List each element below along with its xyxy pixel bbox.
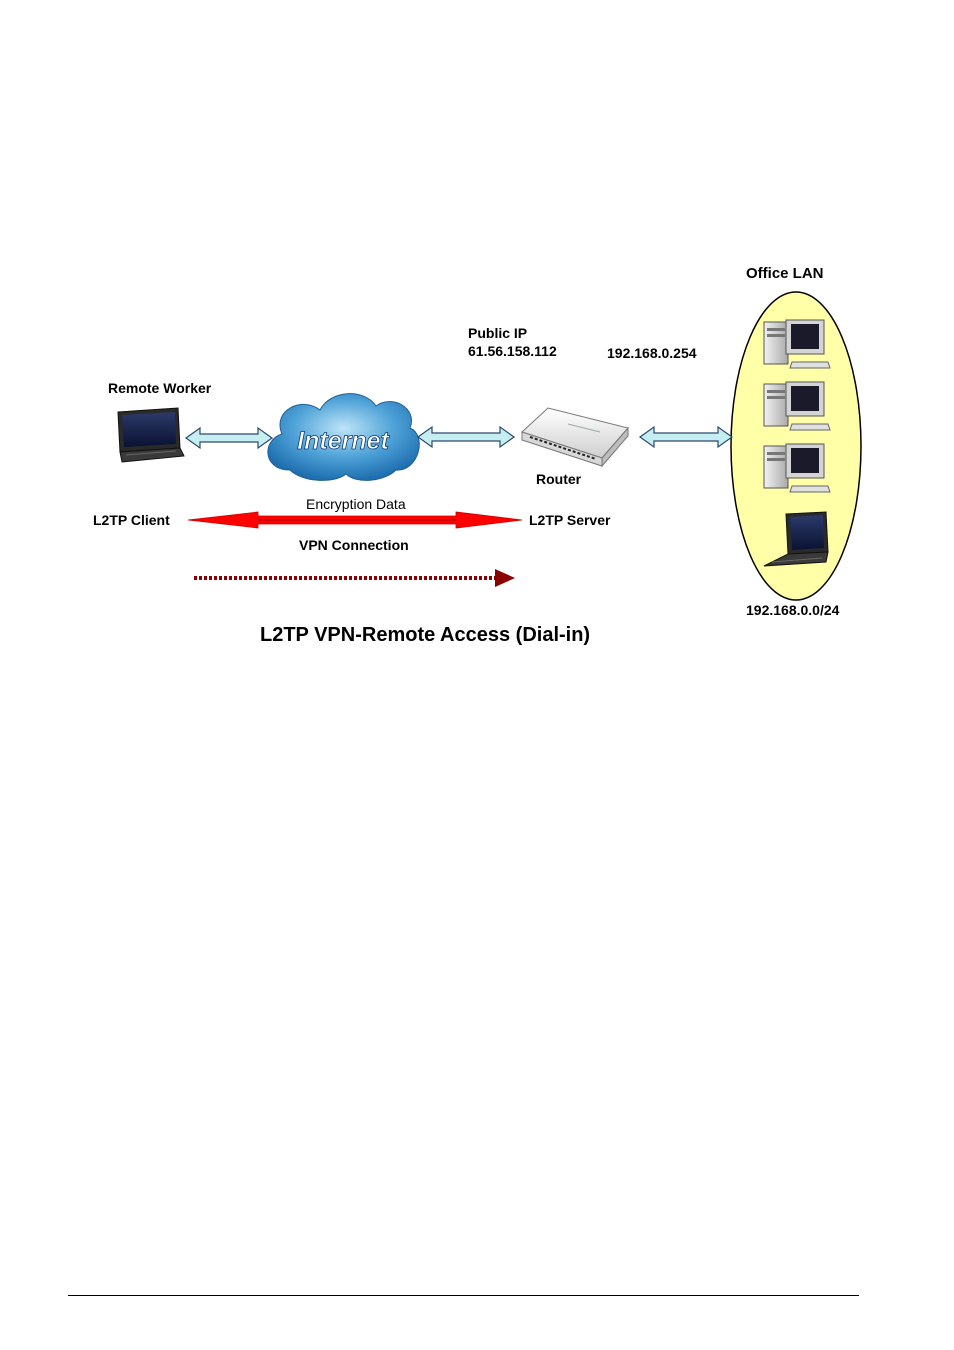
office-lan-label: Office LAN	[746, 265, 824, 282]
remote-worker-label: Remote Worker	[108, 380, 211, 397]
vpn-connection-label: VPN Connection	[299, 537, 409, 554]
vpn-tunnel-arrow	[188, 512, 522, 528]
router-label: Router	[536, 471, 581, 488]
link-arrow-laptop-internet	[186, 428, 272, 448]
l2tp-client-label: L2TP Client	[93, 512, 170, 529]
remote-worker-laptop-icon	[118, 408, 184, 462]
encryption-data-label: Encryption Data	[306, 496, 406, 513]
diagram-caption: L2TP VPN-Remote Access (Dial-in)	[260, 624, 590, 647]
dial-in-direction-arrow	[194, 569, 515, 587]
lan-subnet-label: 192.168.0.0/24	[746, 602, 839, 619]
l2tp-server-label: L2TP Server	[529, 512, 610, 529]
footer-divider	[68, 1295, 859, 1296]
internet-label: Internet	[297, 427, 390, 455]
public-ip-value: 61.56.158.112	[468, 343, 557, 360]
link-arrow-internet-router	[418, 427, 514, 447]
lan-gateway-ip: 192.168.0.254	[607, 345, 697, 362]
router-icon	[522, 408, 628, 466]
public-ip-title: Public IP	[468, 325, 527, 342]
link-arrow-router-lan	[640, 427, 732, 447]
